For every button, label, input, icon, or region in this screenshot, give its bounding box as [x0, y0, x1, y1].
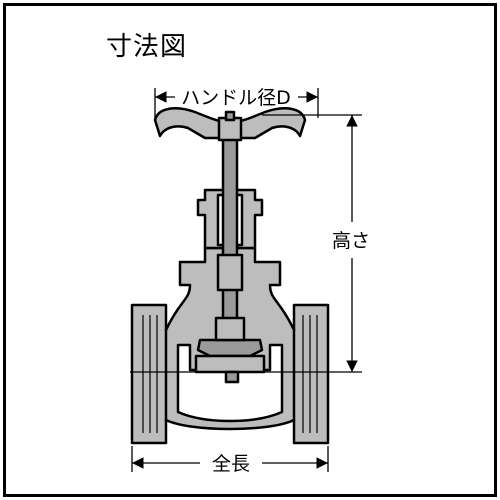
dimension-lines — [130, 88, 362, 472]
total-length-label: 全長 — [212, 453, 250, 475]
handle-diameter-label: ハンドル径D — [181, 87, 291, 109]
pipe-threads — [142, 315, 318, 433]
diagram-title: 寸法図 — [106, 32, 188, 62]
height-label: 高さ — [332, 230, 370, 252]
handwheel — [153, 107, 307, 142]
valve-body — [130, 123, 330, 445]
